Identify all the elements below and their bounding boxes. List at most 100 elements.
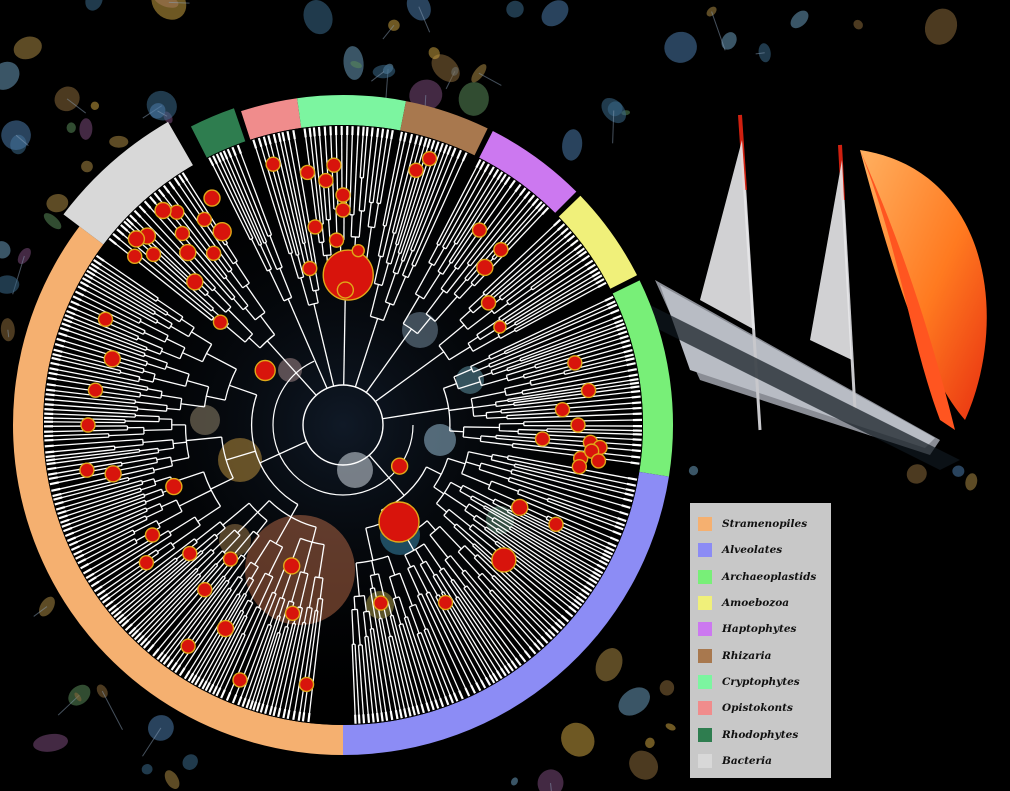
tree-branch <box>243 606 258 635</box>
tree-branch <box>382 136 412 257</box>
tip-label <box>519 187 527 196</box>
tree-branch <box>90 539 158 581</box>
tip-label <box>573 599 583 607</box>
tree-branch <box>495 399 508 403</box>
abundance-node <box>127 248 143 265</box>
tree-branch <box>497 527 590 590</box>
tree-branch <box>349 129 354 215</box>
tree-branch <box>531 363 633 386</box>
tree-branch <box>415 351 445 373</box>
plankton-shape <box>541 0 569 27</box>
tree-branch <box>511 468 630 501</box>
tip-label <box>610 308 620 315</box>
plankton-shape <box>33 733 69 752</box>
tip-label <box>45 450 55 454</box>
tip-label <box>152 648 160 657</box>
tree-branch <box>381 618 402 716</box>
tree-branch <box>115 554 189 616</box>
tree-branch <box>461 572 530 657</box>
tree-branch <box>269 597 281 626</box>
plankton-shape <box>853 19 863 30</box>
tree-branch <box>548 497 623 526</box>
tip-label <box>624 492 634 497</box>
tree-branch <box>464 509 476 518</box>
tip-label <box>523 190 531 200</box>
tree-branch <box>446 264 470 294</box>
tree-branch <box>507 458 633 486</box>
tree-branch <box>506 365 536 376</box>
tree-branch <box>308 576 316 608</box>
tip-label <box>627 476 638 481</box>
tree-branch <box>423 629 453 701</box>
tree-branch <box>293 607 313 717</box>
tip-label <box>439 697 445 708</box>
tree-branch <box>213 158 254 239</box>
abundance-node <box>145 246 162 263</box>
tip-labels <box>43 125 643 724</box>
tree-branch <box>254 539 271 565</box>
tip-label <box>66 309 76 316</box>
abundance-node <box>216 619 235 638</box>
tree-branch <box>321 242 325 256</box>
abundance-node <box>127 230 146 248</box>
tip-label <box>95 254 105 262</box>
tree-branch <box>145 509 163 519</box>
plankton-shape <box>90 101 100 110</box>
tree-branch <box>282 135 306 244</box>
tip-label <box>557 618 566 627</box>
tree-branch <box>369 628 383 719</box>
tree-branch <box>268 269 285 302</box>
plankton-shape <box>506 0 524 18</box>
tip-label <box>236 144 242 154</box>
legend-item: Bacteria <box>698 748 831 774</box>
tree-branch <box>66 499 146 531</box>
tip-label <box>138 205 147 214</box>
tree-branch <box>156 321 170 330</box>
tip-label <box>282 708 287 719</box>
tree-branch <box>259 315 276 336</box>
tip-label <box>415 705 421 715</box>
tip-label <box>622 343 632 349</box>
tip-label <box>584 259 594 267</box>
tree-branch <box>372 628 388 718</box>
tree-branch <box>80 533 136 563</box>
plankton-shape <box>428 47 440 60</box>
tip-label <box>66 536 77 542</box>
tree-branch <box>153 377 186 387</box>
tree-branch <box>245 285 266 313</box>
legend-label: Alveolates <box>722 544 783 557</box>
tree-branch <box>225 450 256 461</box>
tree-branch <box>128 471 155 480</box>
tip-label <box>201 680 208 690</box>
tip-label <box>70 300 80 307</box>
plankton-shape <box>924 8 958 45</box>
tip-label <box>619 334 629 340</box>
tip-label <box>272 706 277 717</box>
tip-label <box>286 130 291 141</box>
tip-label <box>442 144 449 154</box>
tree-branch <box>180 403 205 408</box>
tree-branch <box>239 561 252 579</box>
tree-branch <box>363 130 373 212</box>
tree-branch <box>399 573 413 606</box>
tree-branch <box>448 176 505 262</box>
tree-branch <box>547 500 621 529</box>
legend-label: Rhodophytes <box>722 728 799 741</box>
tree-branch <box>564 358 632 375</box>
plankton-tentacle <box>612 110 615 144</box>
tree-branch <box>466 585 525 660</box>
tree-branch <box>436 503 448 513</box>
legend-swatch <box>698 727 712 742</box>
tree-branch <box>508 455 635 480</box>
tip-label <box>277 707 282 718</box>
tip-label <box>426 138 432 148</box>
tip-label <box>231 694 238 704</box>
tip-label <box>483 163 490 173</box>
tip-label <box>438 142 444 153</box>
clade-band <box>241 98 302 140</box>
abundance-node <box>179 243 197 262</box>
clade-band <box>479 130 577 213</box>
tree-branch <box>227 557 246 582</box>
tip-label <box>133 632 142 641</box>
tree-branch <box>509 476 626 515</box>
